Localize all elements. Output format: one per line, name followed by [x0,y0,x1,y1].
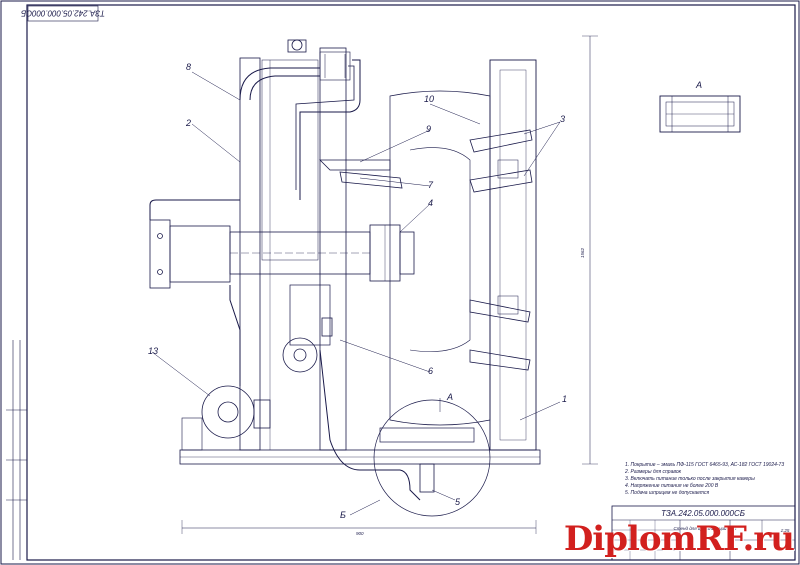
corner-code-box: ТЗА.242.05.000.000СБ [21,5,105,22]
view-b-letter: Б [340,510,346,520]
part-label-2: 2 [185,118,191,128]
note-2: 2. Размеры для справок [624,469,682,475]
note-3: 3. Включать питание только после закрыти… [625,476,755,482]
title-code: ТЗА.242.05.000.000СБ [661,509,745,518]
title-name: Стенд для вулканизации шин [673,526,737,531]
part-label-1: 1 [562,394,567,404]
mold-ring [489,59,537,451]
leader-lines [151,71,561,501]
part-label-6: 6 [428,366,433,376]
part-label-8: 8 [186,62,191,72]
note-1: 1. Покрытие – эмаль ПФ-115 ГОСТ 6465-93,… [625,462,784,468]
watermark-logo: DiplomRF.ru [563,519,795,559]
corner-code: ТЗА.242.05.000.000СБ [21,9,105,18]
tire-outline [389,90,491,426]
machine-assembly [149,35,598,534]
technical-notes: 1. Покрытие – эмаль ПФ-115 ГОСТ 6465-93,… [624,462,784,496]
part-label-9: 9 [426,124,431,134]
section-a-mark: А [446,392,453,402]
column-left [239,57,261,451]
title-block: ТЗА.242.05.000.000СБ Стенд для вулканиза… [611,505,796,561]
detail-b-circle [373,399,491,517]
part-label-13: 13 [148,346,158,356]
part-labels: 8 2 10 9 7 4 6 3 1 13 5 [148,62,567,507]
part-label-5: 5 [455,497,461,507]
dim-height: 1562 [580,247,585,258]
motor-13 [201,385,255,439]
side-stamp [6,340,27,560]
part-label-4: 4 [428,198,433,208]
title-scale: 1:25 [781,528,790,533]
part-label-3: 3 [560,114,565,124]
view-a-title: А [695,80,702,90]
column-right [319,47,347,451]
note-4: 4. Напряжение питания не более 200 В [625,483,719,489]
part-label-10: 10 [424,94,434,104]
note-5: 5. Подача шприцем не допускается [625,490,709,496]
inner-frame [26,4,796,561]
part-label-7: 7 [428,180,434,190]
dim-width: 900 [356,531,364,536]
view-a-detail [659,95,741,133]
